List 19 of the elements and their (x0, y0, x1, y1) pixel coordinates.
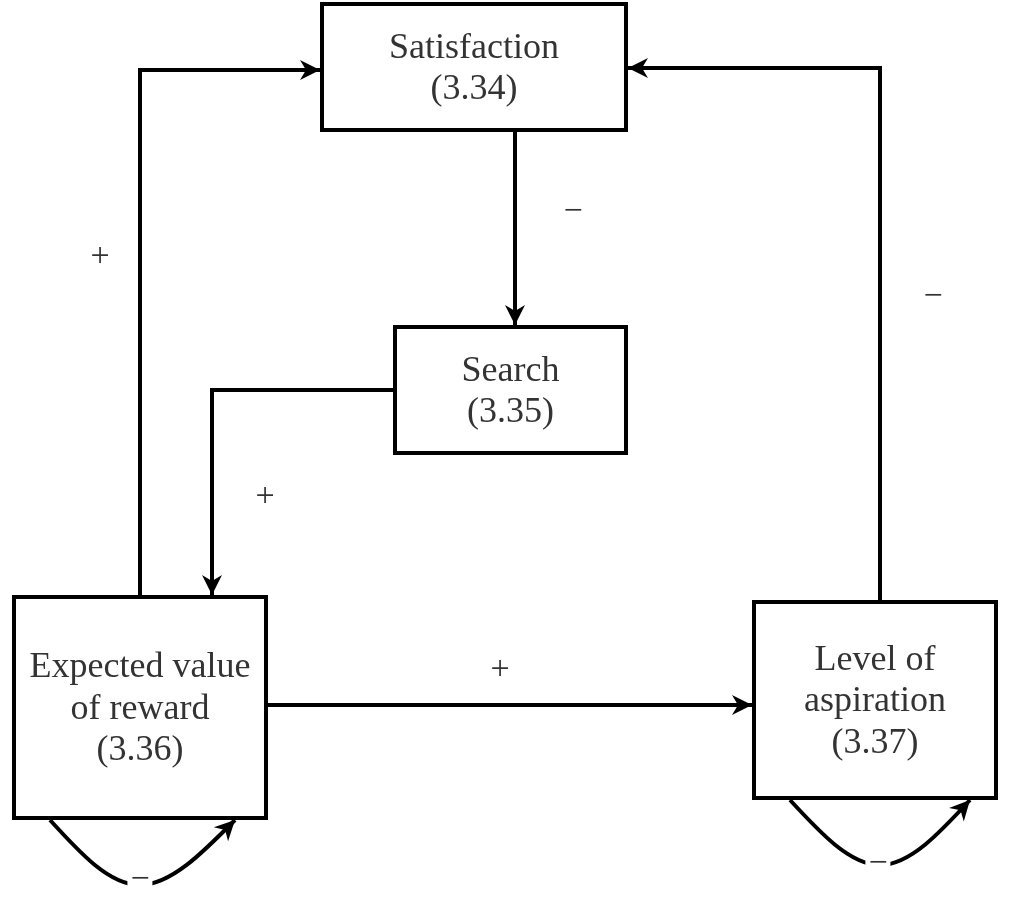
equation-number: (3.34) (430, 67, 518, 109)
arrow (628, 58, 882, 600)
node-title: Search (461, 348, 560, 390)
equation-number: (3.35) (467, 390, 554, 432)
node-title: Expected value of reward (28, 645, 252, 729)
node-title: Level of aspiration (803, 637, 947, 721)
arrow (202, 388, 393, 595)
process-box (393, 325, 628, 455)
process-box (320, 2, 628, 132)
arrow (268, 695, 752, 715)
equation-number: (3.36) (96, 728, 184, 770)
equation-number: (3.37) (831, 720, 919, 763)
self-loop-arrow (788, 798, 972, 867)
arrow (138, 60, 320, 595)
node-title: Satisfaction (389, 25, 559, 67)
process-box (752, 600, 998, 800)
process-box (12, 595, 268, 820)
arrow (505, 132, 525, 325)
self-loop-arrow (48, 818, 237, 887)
